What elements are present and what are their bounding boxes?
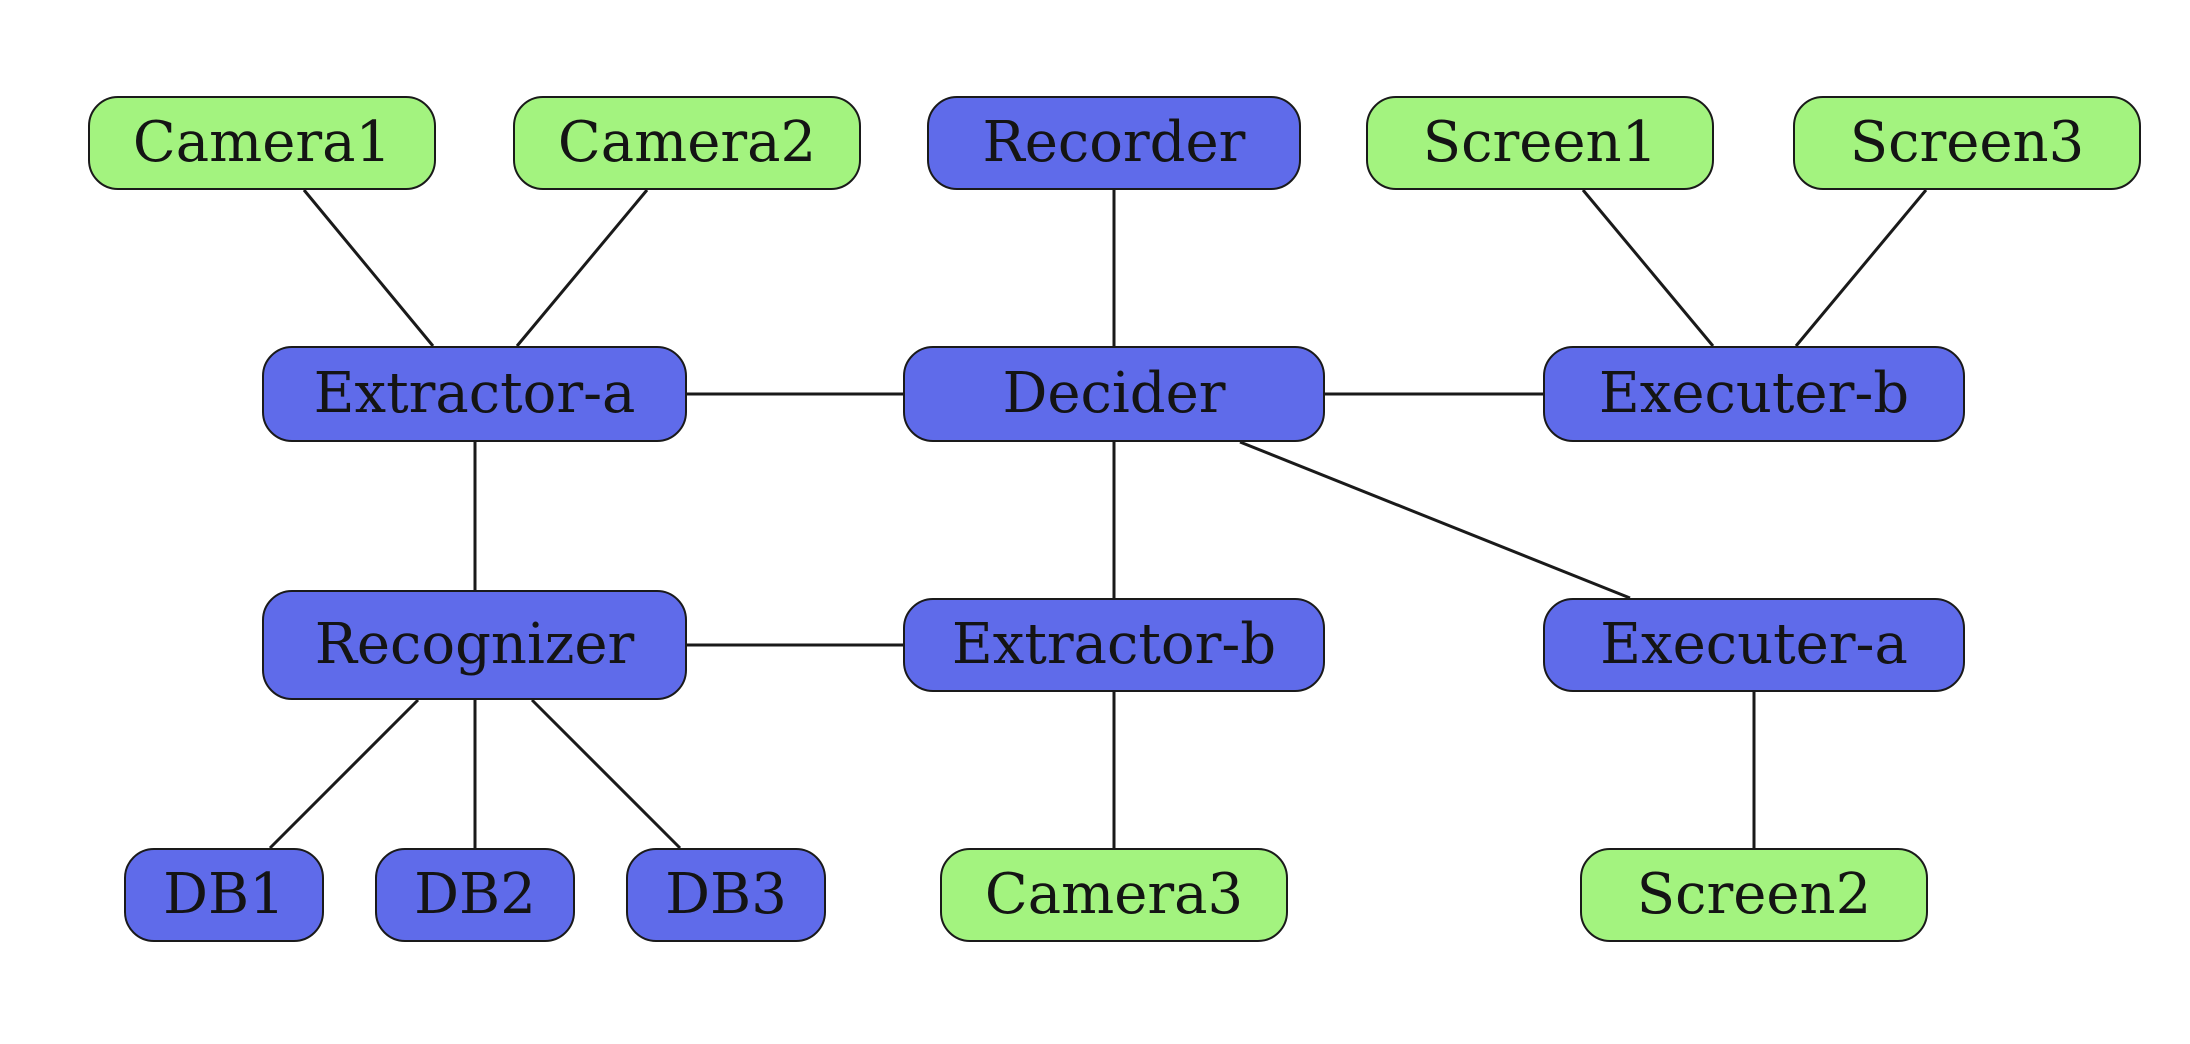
node-screen1: Screen1 [1366,96,1714,190]
edge-screen1-executer-b [1581,189,1715,347]
node-extractor-a: Extractor-a [262,346,687,442]
edge-decider-executer-a [1239,440,1631,600]
edge-recognizer-db3 [530,698,682,850]
edge-screen3-executer-b [1794,189,1928,347]
node-camera2: Camera2 [513,96,861,190]
node-decider: Decider [903,346,1325,442]
node-screen2: Screen2 [1580,848,1928,942]
node-db3: DB3 [626,848,826,942]
node-screen3: Screen3 [1793,96,2141,190]
node-executer-a: Executer-a [1543,598,1965,692]
edge-camera1-extractor-a [302,189,435,347]
node-db1: DB1 [124,848,324,942]
edge-recognizer-db1 [268,698,420,850]
edge-camera2-extractor-a [515,189,649,347]
node-recorder: Recorder [927,96,1301,190]
node-camera3: Camera3 [940,848,1288,942]
node-recognizer: Recognizer [262,590,687,700]
node-extractor-b: Extractor-b [903,598,1325,692]
node-executer-b: Executer-b [1543,346,1965,442]
connections [268,189,1928,850]
node-camera1: Camera1 [88,96,436,190]
node-db2: DB2 [375,848,575,942]
